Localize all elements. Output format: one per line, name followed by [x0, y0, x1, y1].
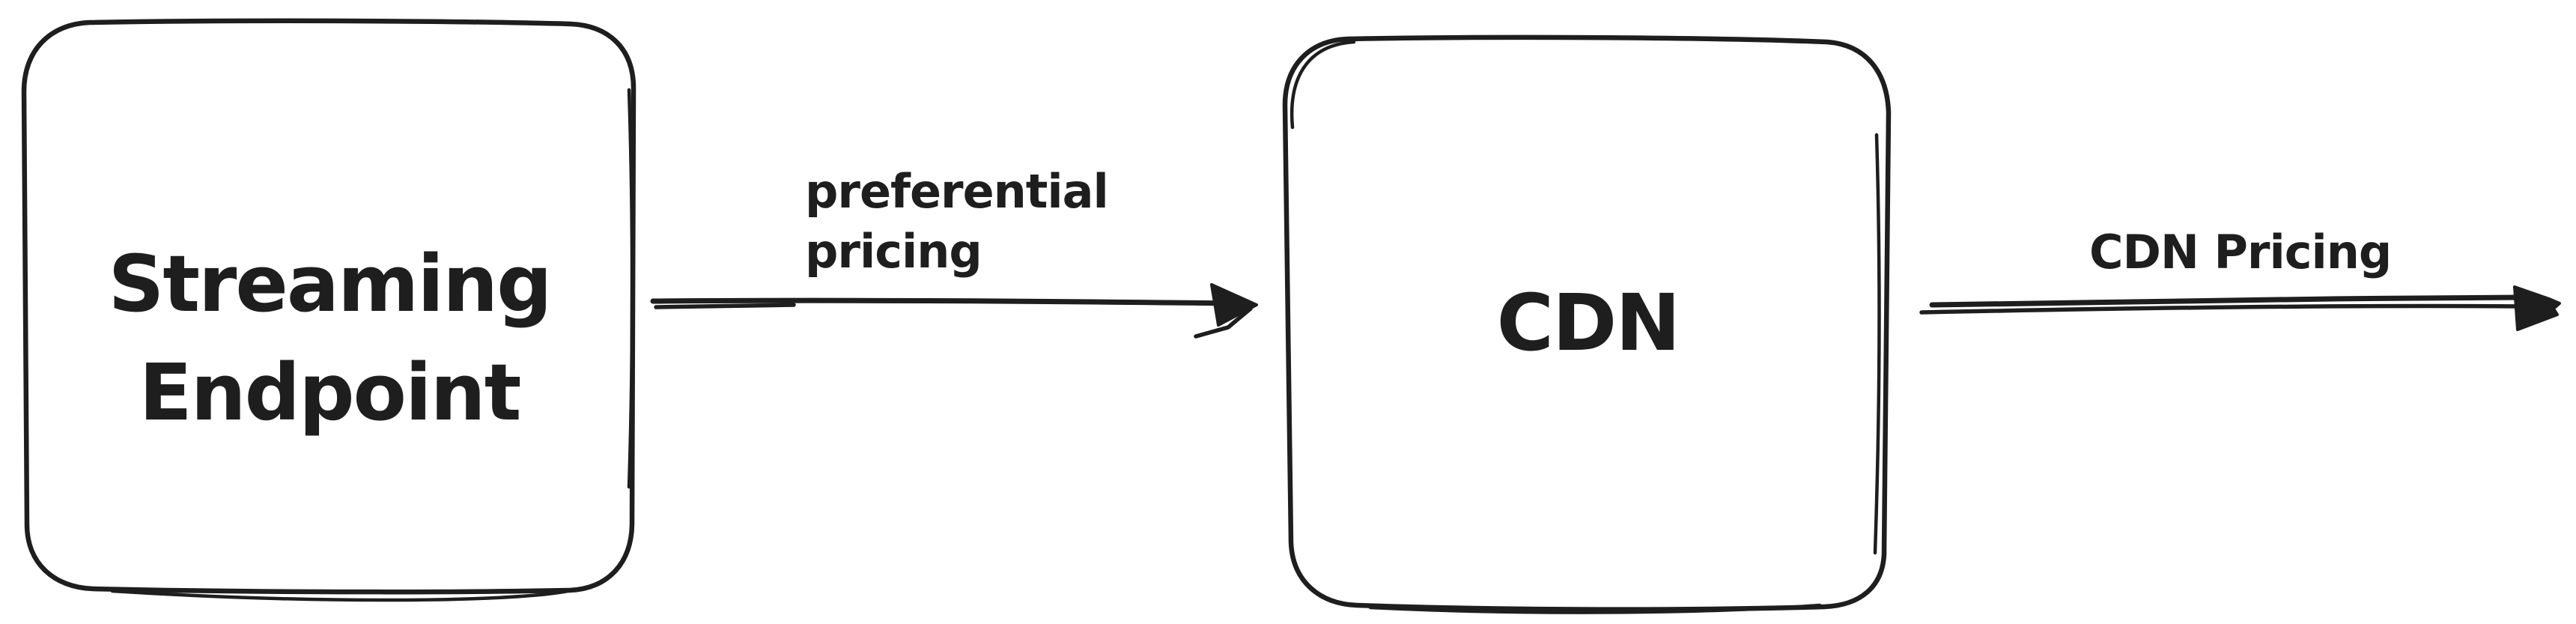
cdn-node-label: CDN: [1284, 33, 1892, 613]
preferential-pricing-arrow-shaft-doubling: [654, 303, 796, 309]
preferential-pricing-label-line1: preferential: [805, 164, 1109, 219]
cdn-box: [1282, 34, 1892, 614]
cdn-box-left-doubling: [1289, 40, 1356, 130]
cdn-box-outline: [1282, 34, 1892, 612]
cdn-pricing-arrow-shaft-upper: [1929, 294, 2524, 308]
preferential-pricing-edge-label: preferential pricing: [805, 162, 1109, 282]
cdn-pricing-label-line1: CDN Pricing: [2089, 225, 2392, 279]
preferential-pricing-arrowhead-sketch-stroke: [1194, 306, 1253, 339]
cdn-box-bottom-doubling: [1368, 603, 1822, 614]
preferential-pricing-label-line2: pricing: [805, 224, 982, 279]
cdn-pricing-arrow-shaft-lower: [1919, 303, 2521, 315]
streaming-endpoint-node-label: Streaming Endpoint: [24, 20, 635, 602]
streaming-endpoint-label-line2: Endpoint: [139, 347, 522, 438]
preferential-pricing-arrowhead-icon: [1210, 283, 1258, 327]
preferential-pricing-arrow-shaft: [650, 297, 1240, 306]
preferential-pricing-arrow: [650, 283, 1258, 339]
cdn-pricing-arrowhead-icon: [2513, 285, 2561, 331]
cdn-pricing-edge-label: CDN Pricing: [2089, 222, 2392, 282]
streaming-endpoint-label-line1: Streaming: [108, 238, 552, 330]
streaming-endpoint-box-bottom-doubling: [110, 589, 570, 602]
streaming-endpoint-box-right-doubling: [627, 88, 634, 489]
cdn-label-line1: CDN: [1496, 276, 1681, 369]
streaming-endpoint-box: [21, 18, 637, 602]
cdn-pricing-arrow: [1919, 285, 2561, 331]
cdn-box-right-doubling: [1873, 133, 1881, 555]
